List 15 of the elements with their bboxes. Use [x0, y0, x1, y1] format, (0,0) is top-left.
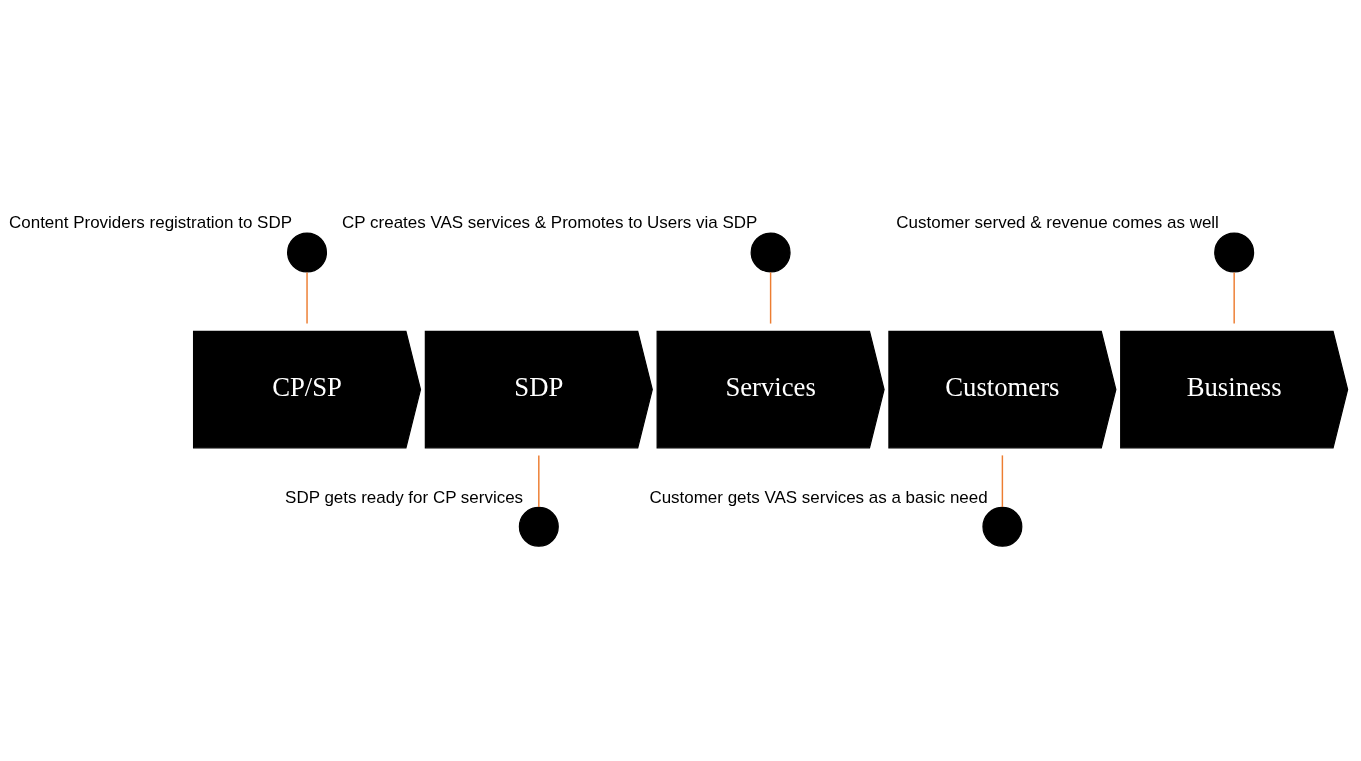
node-label: SDP gets ready for CP services	[285, 487, 524, 507]
connector	[1001, 454, 1004, 508]
node-label: Customer served & revenue comes as well	[896, 213, 1219, 233]
connector	[538, 454, 540, 508]
node-circle	[1214, 232, 1255, 273]
node-label: Customer gets VAS services as a basic need	[649, 487, 988, 507]
node-label: CP creates VAS services & Promotes to Users via SDP	[342, 213, 758, 233]
connector	[769, 271, 772, 325]
node-circle	[287, 232, 328, 273]
node-label: Content Providers registration to SDP	[9, 213, 292, 233]
connector	[306, 271, 308, 325]
node-circle	[982, 506, 1023, 547]
node-circle	[518, 506, 559, 547]
node-circle	[750, 232, 791, 273]
connector	[1233, 271, 1235, 325]
